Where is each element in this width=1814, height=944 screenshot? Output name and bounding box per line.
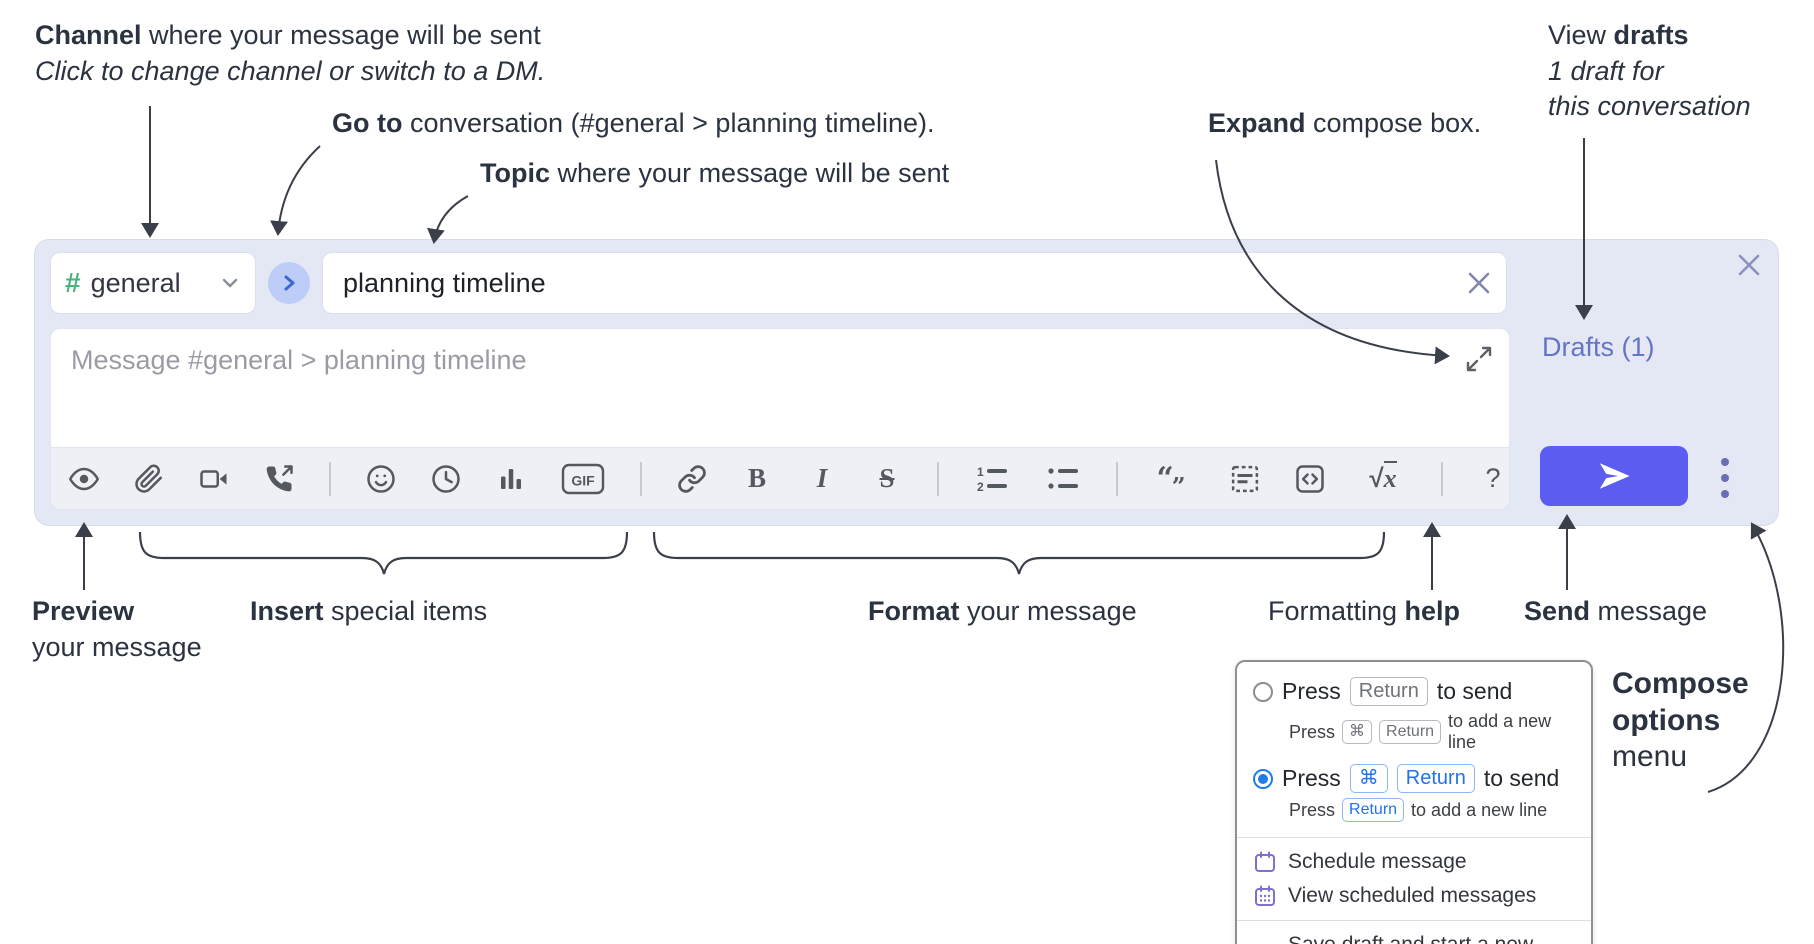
cmd-key-label: ⌘ bbox=[1349, 764, 1388, 793]
italic-icon[interactable]: I bbox=[816, 463, 828, 493]
drafts-link[interactable]: Drafts (1) bbox=[1542, 332, 1655, 362]
radio-selected[interactable] bbox=[1253, 768, 1273, 789]
recipient-row: # general bbox=[50, 252, 1507, 314]
clear-topic-icon[interactable] bbox=[1465, 269, 1493, 297]
return-key-label: Return bbox=[1349, 677, 1428, 706]
return-key-label: Return bbox=[1396, 764, 1475, 793]
popup-divider bbox=[1237, 920, 1591, 921]
annotation-topic: Topic where your message will be sent bbox=[480, 158, 950, 188]
numbered-list-icon[interactable]: 1 2 bbox=[974, 462, 1010, 496]
compose-options-menu-icon[interactable] bbox=[1718, 458, 1732, 498]
video-camera-icon[interactable] bbox=[199, 462, 229, 496]
clock-icon[interactable] bbox=[431, 462, 461, 496]
compose-toolbar: GIF B I S bbox=[51, 447, 1509, 509]
annotation-preview: Preview your message bbox=[32, 596, 202, 662]
compose-options-popup: Press Return to send Press ⌘ Return to a… bbox=[1235, 660, 1593, 944]
paperclip-icon[interactable] bbox=[134, 462, 164, 496]
topic-field bbox=[322, 252, 1507, 314]
annotation-help: Formatting help bbox=[1268, 596, 1461, 626]
calendar-icon bbox=[1255, 851, 1275, 872]
preview-eye-icon[interactable] bbox=[69, 462, 99, 496]
svg-text:2: 2 bbox=[977, 480, 984, 494]
bar-chart-icon[interactable] bbox=[496, 462, 526, 496]
radio-unselected[interactable] bbox=[1253, 681, 1273, 702]
math-icon[interactable]: √x bbox=[1369, 461, 1397, 493]
message-area: GIF B I S bbox=[50, 328, 1510, 510]
gif-icon[interactable]: GIF bbox=[561, 462, 605, 496]
hash-icon: # bbox=[65, 267, 81, 298]
formatting-help-icon[interactable]: ? bbox=[1485, 463, 1501, 493]
quote-icon[interactable]: “” bbox=[1156, 461, 1188, 501]
smiley-icon[interactable] bbox=[366, 462, 396, 496]
code-icon[interactable] bbox=[1295, 462, 1325, 496]
bulleted-list-icon[interactable] bbox=[1045, 462, 1081, 496]
option-enter-to-send[interactable]: Press Return to send bbox=[1237, 674, 1591, 709]
annotation-channel: Channel where your message will be sent … bbox=[35, 20, 546, 86]
channel-selector[interactable]: # general bbox=[50, 252, 256, 314]
annotation-expand: Expand compose box. bbox=[1208, 108, 1482, 138]
annotation-goto: Go to conversation (#general > planning … bbox=[332, 108, 935, 138]
popup-divider bbox=[1237, 837, 1591, 838]
go-to-conversation-button[interactable] bbox=[268, 262, 310, 304]
cmd-key-label: ⌘ bbox=[1342, 720, 1373, 744]
expand-compose-icon[interactable] bbox=[1465, 345, 1493, 373]
channel-name: general bbox=[90, 267, 181, 298]
compose-box: # general bbox=[35, 240, 1778, 525]
spoiler-icon[interactable] bbox=[1230, 462, 1260, 496]
annotation-compose-options: Compose options menu bbox=[1612, 667, 1749, 774]
phone-call-icon[interactable] bbox=[264, 462, 294, 496]
chevron-right-icon bbox=[284, 275, 295, 291]
option-cmd-enter-subtext: Press Return to add a new line bbox=[1237, 796, 1591, 830]
connector-topic bbox=[427, 195, 469, 244]
close-icon[interactable] bbox=[1736, 252, 1762, 278]
calendar-grid-icon bbox=[1255, 885, 1275, 906]
option-enter-subtext: Press ⌘ Return to add a new line bbox=[1289, 711, 1552, 752]
send-button[interactable] bbox=[1540, 446, 1688, 506]
svg-text:1: 1 bbox=[977, 465, 984, 479]
link-icon[interactable] bbox=[677, 462, 707, 496]
annotation-insert: Insert special items bbox=[250, 596, 488, 626]
toolbar-divider bbox=[329, 461, 331, 496]
topic-input[interactable] bbox=[322, 252, 1507, 314]
menu-item-view-scheduled[interactable]: View scheduled messages bbox=[1237, 879, 1591, 913]
bold-icon[interactable]: B bbox=[747, 463, 766, 493]
toolbar-divider bbox=[937, 461, 939, 496]
connector-goto bbox=[270, 145, 321, 236]
message-input[interactable] bbox=[51, 329, 1509, 447]
annotation-format: Format your message bbox=[868, 596, 1137, 626]
toolbar-divider bbox=[640, 461, 642, 496]
return-key-label: Return bbox=[1379, 720, 1442, 744]
return-key-label: Return bbox=[1342, 798, 1405, 822]
toolbar-divider bbox=[1116, 461, 1118, 496]
option-cmd-enter-to-send[interactable]: Press ⌘ Return to send bbox=[1237, 761, 1591, 796]
menu-item-schedule-message[interactable]: Schedule message bbox=[1237, 845, 1591, 879]
annotation-view-drafts: View drafts 1 draft for this conversatio… bbox=[1548, 20, 1751, 122]
chevron-down-icon bbox=[222, 278, 238, 288]
brace-format bbox=[652, 531, 1386, 575]
toolbar-divider bbox=[1441, 461, 1443, 496]
strikethrough-icon[interactable]: S bbox=[879, 463, 895, 493]
send-icon bbox=[1599, 463, 1630, 489]
annotation-send: Send message bbox=[1524, 596, 1708, 626]
svg-text:GIF: GIF bbox=[571, 472, 595, 488]
menu-item-save-draft[interactable]: Save draft and start a new message bbox=[1237, 928, 1591, 944]
brace-insert bbox=[138, 531, 629, 575]
